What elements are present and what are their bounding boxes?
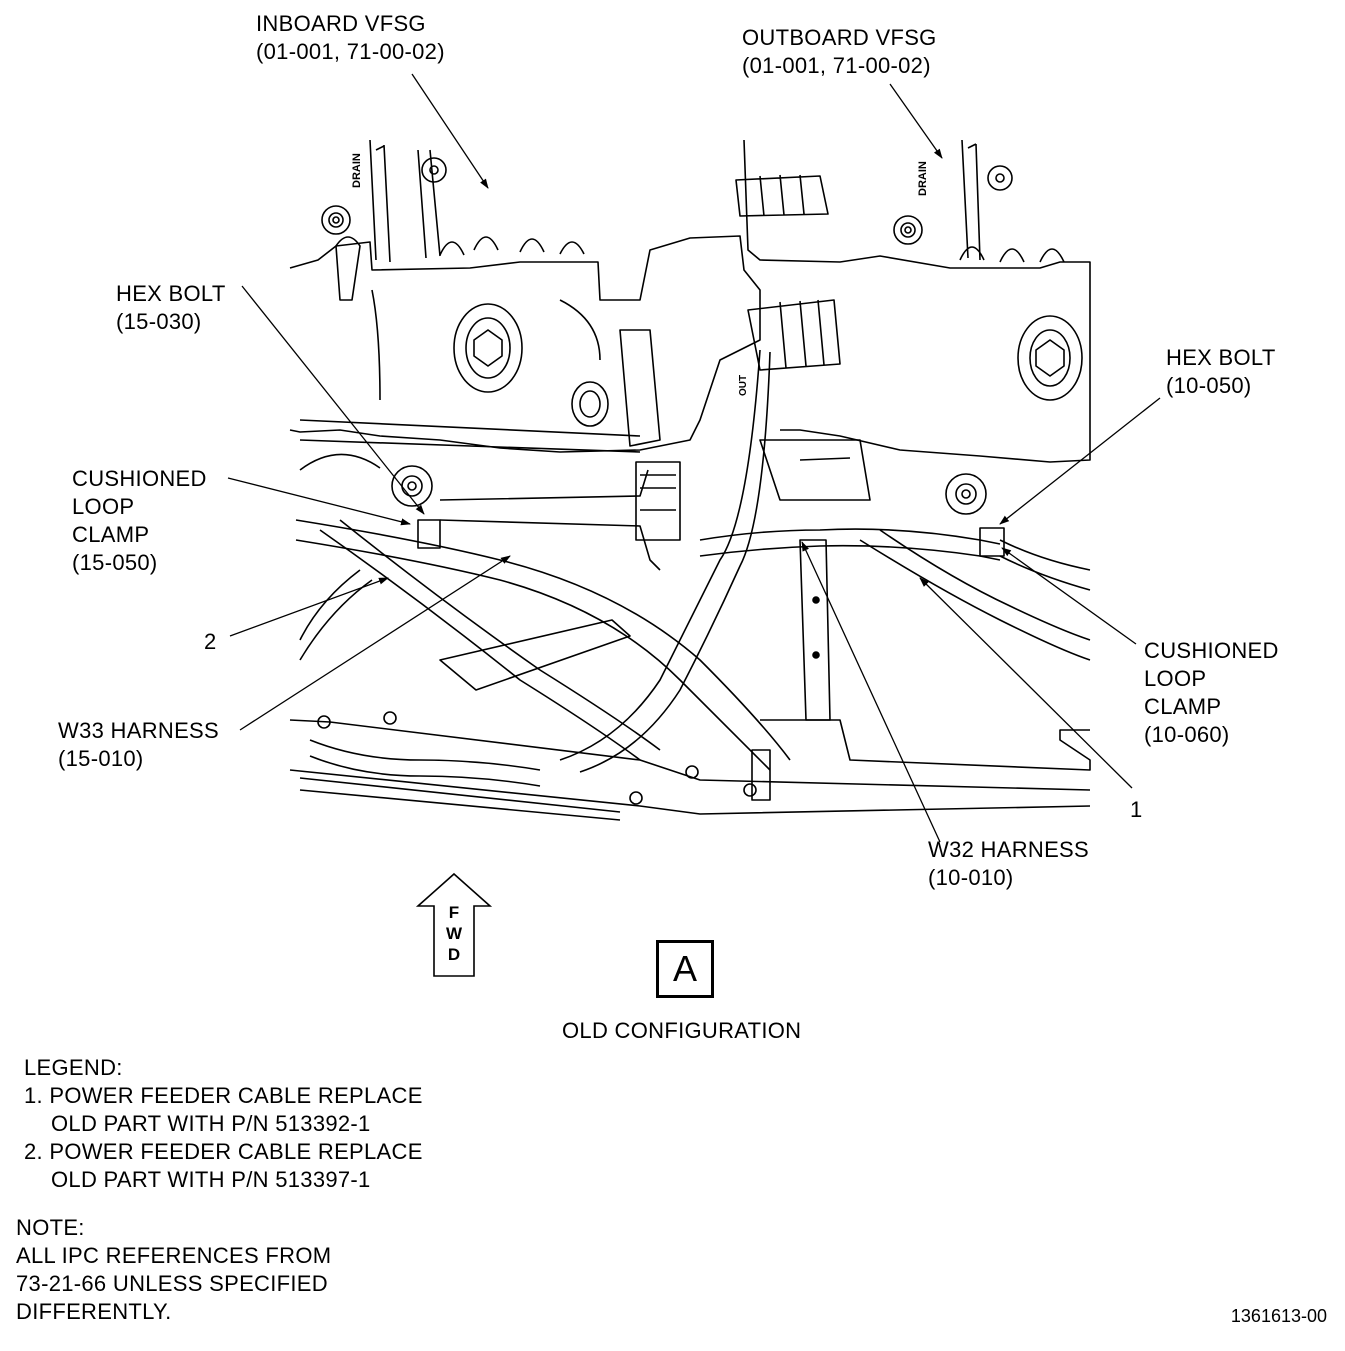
callout-hex-bolt-left-title: HEX BOLT (116, 281, 226, 306)
detail-a-box: A (656, 940, 714, 998)
callout-w33-title: W33 HARNESS (58, 718, 220, 743)
legend: LEGEND: 1. POWER FEEDER CABLE REPLACE OL… (24, 1054, 423, 1194)
callout-outboard-vfsg: OUTBOARD VFSG (01-001, 71-00-02) (742, 24, 937, 80)
callout-clamp-left-l1: CUSHIONED (72, 466, 207, 491)
fwd-letter-d: D (447, 945, 461, 964)
drain-text-right: DRAIN (917, 161, 929, 196)
callout-w32-ref: (10-010) (928, 865, 1014, 890)
callout-hex-bolt-10-050: HEX BOLT (10-050) (1166, 344, 1276, 400)
fwd-label: F W D (436, 902, 472, 965)
callout-w33-ref: (15-010) (58, 746, 144, 771)
fwd-letter-f: F (448, 903, 460, 922)
fwd-arrow-icon (415, 872, 493, 977)
callout-hex-bolt-right-title: HEX BOLT (1166, 345, 1276, 370)
callout-hex-bolt-left-ref: (15-030) (116, 309, 202, 334)
callout-outboard-vfsg-title: OUTBOARD VFSG (742, 25, 937, 50)
sheet-id: 1361613-00 (1230, 1306, 1327, 1326)
fwd-letter-w: W (445, 924, 463, 943)
legend-title: LEGEND: (24, 1055, 123, 1080)
callout-clamp-right-l2: LOOP (1144, 666, 1207, 691)
callout-item-1-number: 1 (1130, 797, 1143, 822)
callout-clamp-right-ref: (10-060) (1144, 722, 1230, 747)
note: NOTE: ALL IPC REFERENCES FROM 73-21-66 U… (16, 1214, 331, 1326)
callout-clamp-left-l2: LOOP (72, 494, 135, 519)
callout-clamp-right-l3: CLAMP (1144, 694, 1222, 719)
callout-cushioned-loop-clamp-10-060: CUSHIONED LOOP CLAMP (10-060) (1144, 637, 1279, 749)
callout-clamp-left-l3: CLAMP (72, 522, 150, 547)
out-text: OUT (738, 375, 749, 396)
legend-item-2-line1: 2. POWER FEEDER CABLE REPLACE (24, 1139, 423, 1164)
callout-clamp-left-ref: (15-050) (72, 550, 158, 575)
note-line-2: 73-21-66 UNLESS SPECIFIED (16, 1271, 328, 1296)
callout-item-2: 2 (204, 628, 217, 656)
callout-w32-title: W32 HARNESS (928, 837, 1090, 862)
callout-w33-harness: W33 HARNESS (15-010) (58, 717, 219, 773)
detail-caption: OLD CONFIGURATION (562, 1018, 802, 1043)
callout-inboard-vfsg-ref: (01-001, 71-00-02) (256, 39, 445, 64)
drain-text-left: DRAIN (351, 153, 363, 188)
detail-letter: A (672, 948, 697, 989)
callout-cushioned-loop-clamp-15-050: CUSHIONED LOOP CLAMP (15-050) (72, 465, 207, 577)
callout-w32-harness: W32 HARNESS (10-010) (928, 836, 1089, 892)
callout-hex-bolt-right-ref: (10-050) (1166, 373, 1252, 398)
callout-clamp-right-l1: CUSHIONED (1144, 638, 1279, 663)
callout-item-2-number: 2 (204, 629, 217, 654)
note-line-3: DIFFERENTLY. (16, 1299, 172, 1324)
callout-outboard-vfsg-ref: (01-001, 71-00-02) (742, 53, 931, 78)
legend-item-1-line2: OLD PART WITH P/N 513392-1 (51, 1111, 371, 1136)
callout-item-1: 1 (1130, 796, 1143, 824)
note-title: NOTE: (16, 1215, 85, 1240)
callout-inboard-vfsg: INBOARD VFSG (01-001, 71-00-02) (256, 10, 445, 66)
legend-item-1-line1: 1. POWER FEEDER CABLE REPLACE (24, 1083, 423, 1108)
callout-inboard-vfsg-title: INBOARD VFSG (256, 11, 426, 36)
legend-item-2-line2: OLD PART WITH P/N 513397-1 (51, 1167, 371, 1192)
vfsg-artwork (289, 139, 1091, 821)
callout-hex-bolt-15-030: HEX BOLT (15-030) (116, 280, 226, 336)
leader-lines (227, 73, 1161, 843)
note-line-1: ALL IPC REFERENCES FROM (16, 1243, 332, 1268)
